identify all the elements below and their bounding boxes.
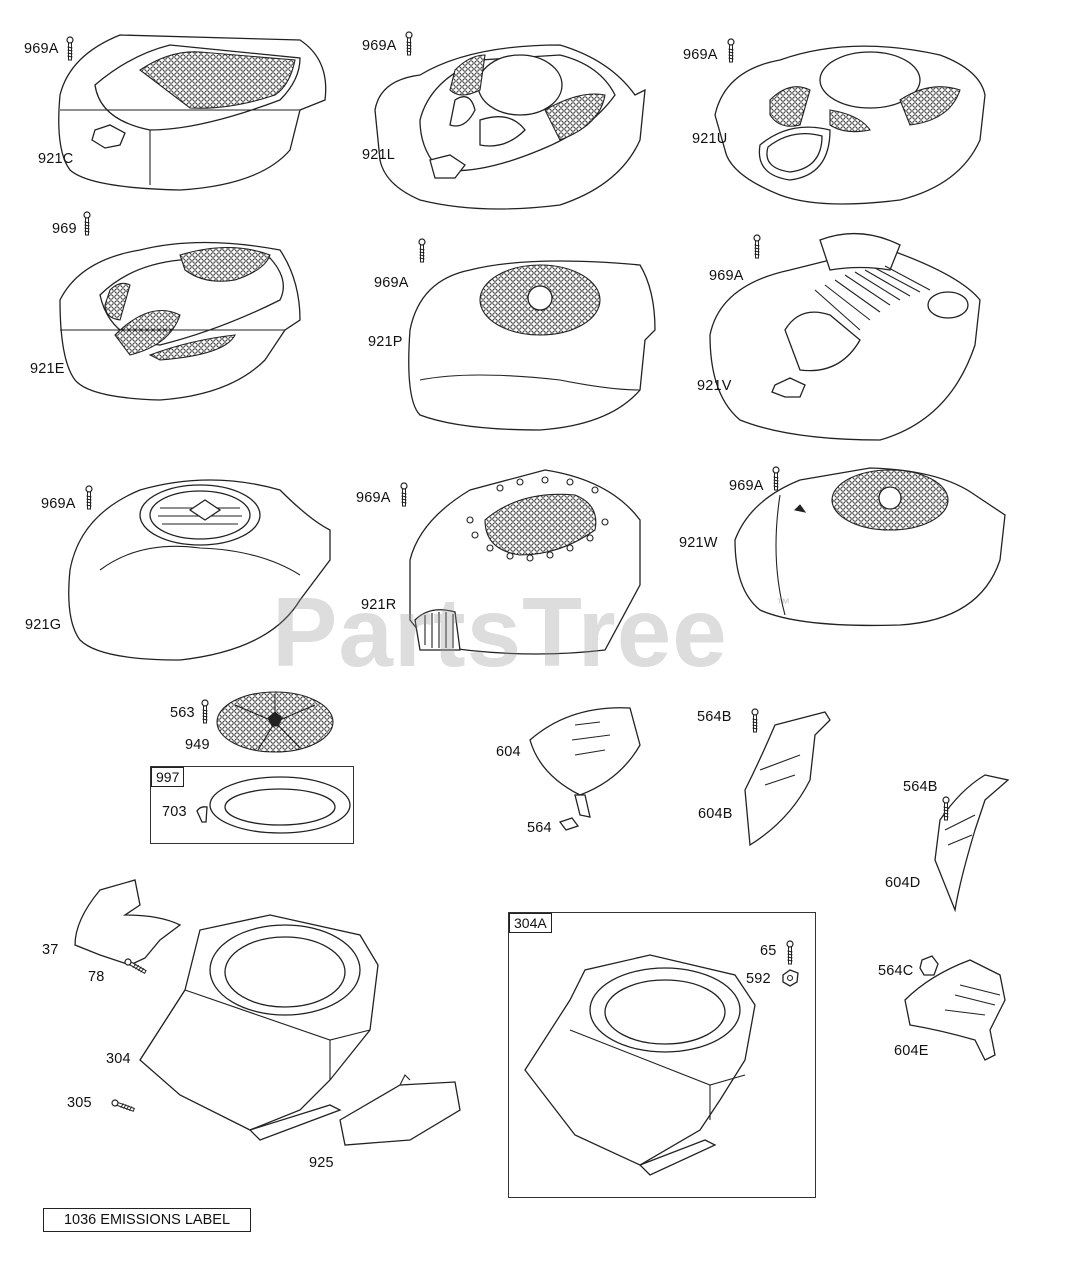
part-921e-cover	[59, 241, 301, 401]
part-969a-bolt-8	[772, 466, 780, 491]
callout-604e: 604E	[894, 1043, 929, 1059]
callout-969: 969	[52, 221, 77, 237]
callout-65: 65	[760, 943, 777, 959]
callout-969a-2: 969A	[362, 38, 397, 54]
callout-969a-8: 969A	[729, 478, 764, 494]
part-969a-bolt-6	[85, 485, 93, 510]
callout-703: 703	[162, 804, 187, 820]
part-604e-shield	[904, 955, 1006, 1061]
callout-921e: 921E	[30, 361, 65, 377]
callout-925: 925	[309, 1155, 334, 1171]
part-592-nut	[782, 969, 799, 987]
part-969a-bolt-3	[727, 38, 735, 63]
group-304a-box	[508, 912, 816, 1198]
part-969a-bolt	[66, 36, 74, 61]
callout-921u: 921U	[692, 131, 728, 147]
callout-37: 37	[42, 942, 59, 958]
callout-949: 949	[185, 737, 210, 753]
callout-564c: 564C	[878, 963, 914, 979]
callout-969a-3: 969A	[683, 47, 718, 63]
group-997-box	[150, 766, 354, 844]
callout-921v: 921V	[697, 378, 732, 394]
callout-592: 592	[746, 971, 771, 987]
callout-604d: 604D	[885, 875, 921, 891]
callout-921l: 921L	[362, 147, 396, 163]
part-921l-cover	[374, 44, 646, 210]
part-969a-bolt-4	[418, 238, 426, 263]
callout-969a-7: 969A	[356, 490, 391, 506]
part-969a-bolt-2	[405, 31, 413, 56]
callout-304: 304	[106, 1051, 131, 1067]
part-604d-shield	[934, 774, 1010, 913]
part-304-housing	[139, 914, 379, 1141]
callout-604b: 604B	[698, 806, 733, 822]
part-969a-bolt-7	[400, 482, 408, 507]
group-997-label: 997	[151, 767, 185, 787]
part-564b-screw	[751, 708, 759, 733]
callout-604: 604	[496, 744, 521, 760]
trademark-symbol: ™	[776, 595, 790, 611]
part-604b-shield	[744, 711, 831, 847]
part-604-shield	[529, 707, 641, 831]
part-921w-cover	[734, 467, 1006, 627]
callout-563: 563	[170, 705, 195, 721]
callout-969a-5: 969A	[709, 268, 744, 284]
part-969a-bolt-5	[753, 234, 761, 259]
group-304a-label: 304A	[509, 913, 552, 933]
part-921p-cover	[408, 260, 656, 431]
part-949-screen	[216, 691, 334, 753]
part-304a-housing	[524, 954, 756, 1176]
callout-78: 78	[88, 969, 105, 985]
callout-921g: 921G	[25, 617, 62, 633]
callout-305: 305	[67, 1095, 92, 1111]
part-305-screw	[110, 1098, 136, 1114]
callout-969a-6: 969A	[41, 496, 76, 512]
callout-921c: 921C	[38, 151, 74, 167]
part-921c-cover	[58, 34, 327, 191]
callout-921p: 921P	[368, 334, 403, 350]
callout-564b-1: 564B	[697, 709, 732, 725]
callout-969a-1: 969A	[24, 41, 59, 57]
part-969-bolt	[83, 211, 91, 236]
part-37-baffle	[74, 879, 182, 966]
part-921g-cover	[68, 479, 331, 661]
callout-921r: 921R	[361, 597, 397, 613]
part-703-ring	[196, 776, 351, 834]
part-921v-cover	[709, 232, 981, 441]
callout-564: 564	[527, 820, 552, 836]
part-921u-cover	[714, 45, 986, 205]
callout-564b-2: 564B	[903, 779, 938, 795]
callout-969a-4: 969A	[374, 275, 409, 291]
part-925-cover	[339, 1074, 461, 1146]
part-563-screw	[201, 699, 209, 724]
emissions-label-box: 1036 EMISSIONS LABEL	[43, 1208, 251, 1232]
part-921r-cover	[409, 469, 641, 655]
callout-921w: 921W	[679, 535, 718, 551]
